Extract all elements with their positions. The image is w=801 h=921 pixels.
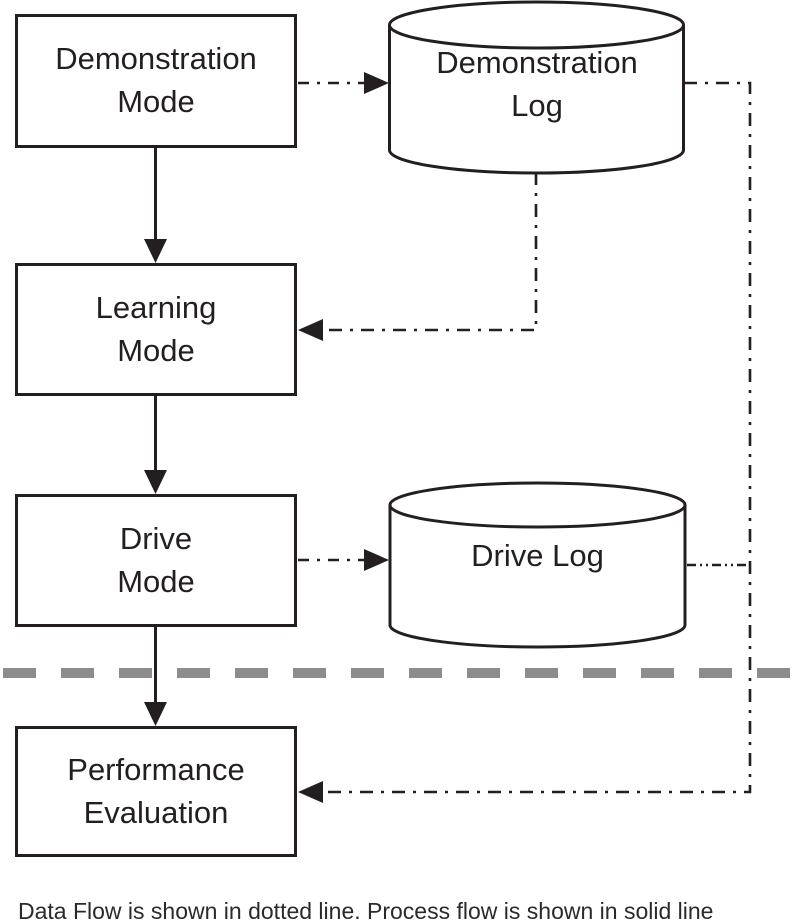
process-flow-arrows	[144, 146, 167, 726]
node-drive-mode: Drive Mode	[15, 494, 297, 627]
node-drive-log-label-area: Drive Log	[390, 497, 685, 615]
node-learning-mode: Learning Mode	[15, 263, 297, 396]
data-flow-arrows	[298, 72, 752, 803]
node-performance-evaluation: Performance Evaluation	[15, 726, 297, 857]
dataflow-demolog-to-learning	[298, 172, 538, 341]
dataflow-drive-to-drivelog	[298, 549, 389, 571]
node-performance-evaluation-label: Performance Evaluation	[67, 751, 245, 830]
arrow-demo-to-learning	[144, 146, 167, 263]
node-drive-mode-label: Drive Mode	[117, 520, 195, 599]
node-demonstration-mode-label: Demonstration Mode	[55, 41, 257, 119]
dataflow-demolog-to-performance	[298, 81, 752, 803]
node-drive-log-label: Drive Log	[471, 537, 604, 573]
arrow-learning-to-drive	[144, 394, 167, 494]
dataflow-demo-to-demolog	[298, 72, 389, 94]
demonstration-log-cylinder	[388, 0, 685, 175]
drive-log-cylinder	[388, 481, 687, 649]
legend-caption: Data Flow is shown in dotted line. Proce…	[18, 898, 714, 921]
node-demonstration-mode: Demonstration Mode	[15, 14, 297, 148]
node-learning-mode-label: Learning Mode	[95, 289, 217, 368]
node-demonstration-log-label: Demonstration Log	[436, 45, 638, 123]
arrow-drive-to-performance	[144, 625, 167, 726]
node-demonstration-log-label-area: Demonstration Log	[390, 16, 684, 154]
